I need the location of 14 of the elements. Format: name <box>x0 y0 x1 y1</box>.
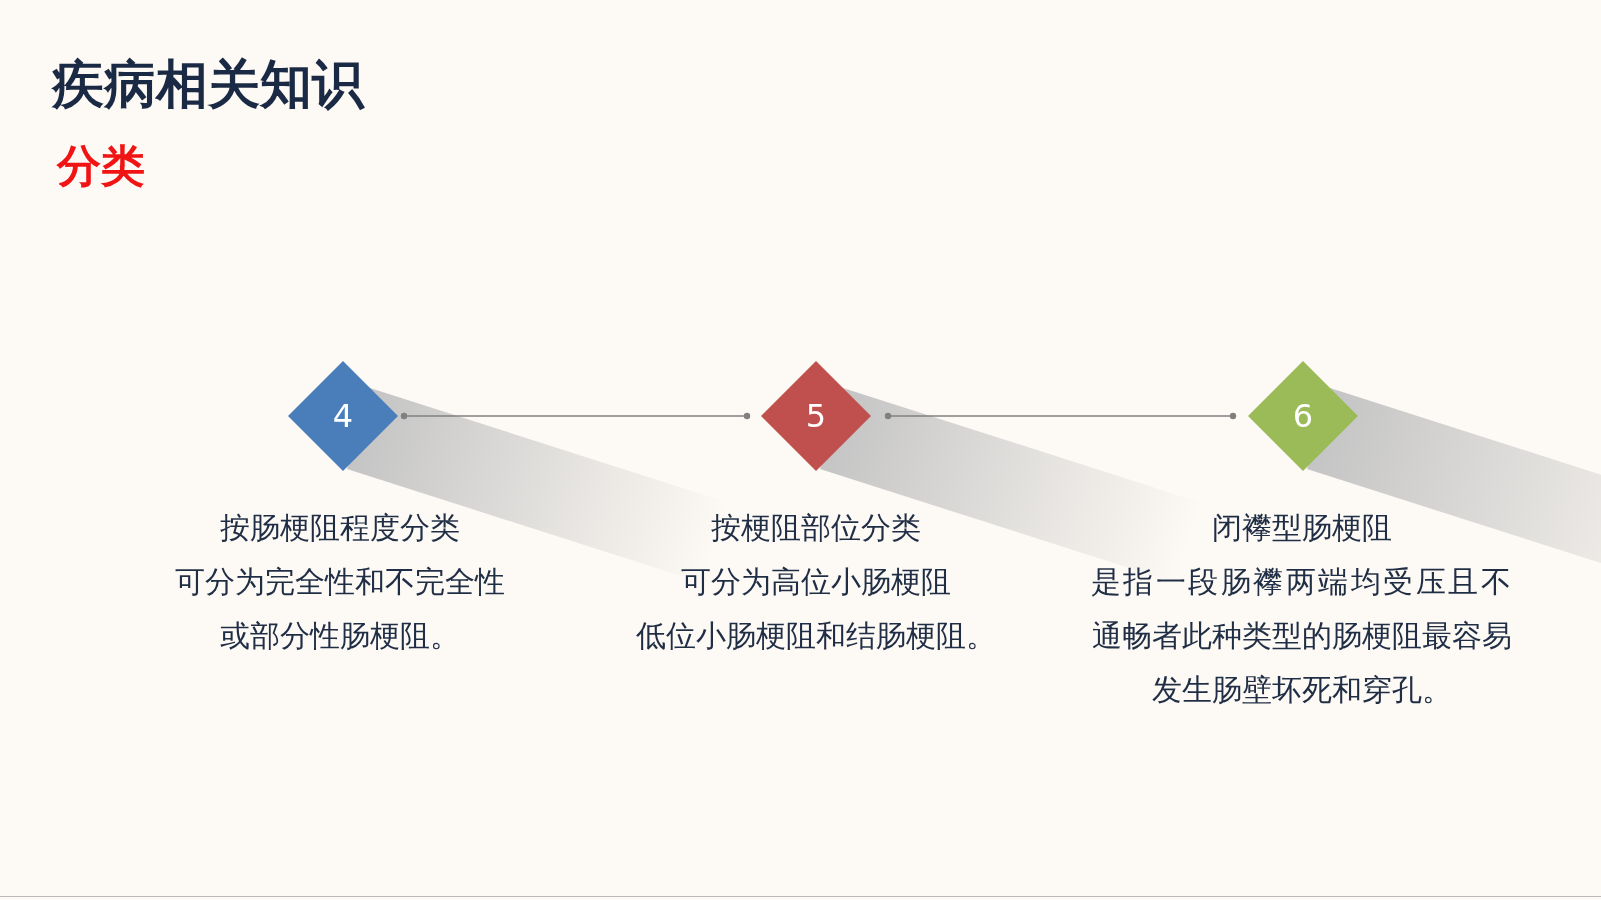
subtitle: 分类 <box>57 142 145 191</box>
description: 可分为高位小肠梗阻 <box>680 563 952 601</box>
heading: 闭襻型肠梗阻 <box>1211 509 1393 547</box>
connector-line <box>884 412 1237 420</box>
description: 是指一段肠襻两端均受压且不通畅者此种类型的肠梗阻最容易发生肠壁坏死和穿孔。 <box>1089 563 1515 709</box>
connector-line <box>400 412 751 420</box>
title: 疾病相关知识 <box>52 56 364 114</box>
description: 低位小肠梗阻和结肠梗阻。 <box>635 617 997 655</box>
description: 可分为完全性和不完全性或部分性肠梗阻。 <box>174 563 506 655</box>
heading: 按梗阻部位分类 <box>710 509 922 547</box>
number-diamond: 4 <box>288 361 398 471</box>
number-diamond: 6 <box>1248 361 1358 471</box>
number-diamond: 5 <box>761 361 871 471</box>
heading: 按肠梗阻程度分类 <box>219 509 461 547</box>
